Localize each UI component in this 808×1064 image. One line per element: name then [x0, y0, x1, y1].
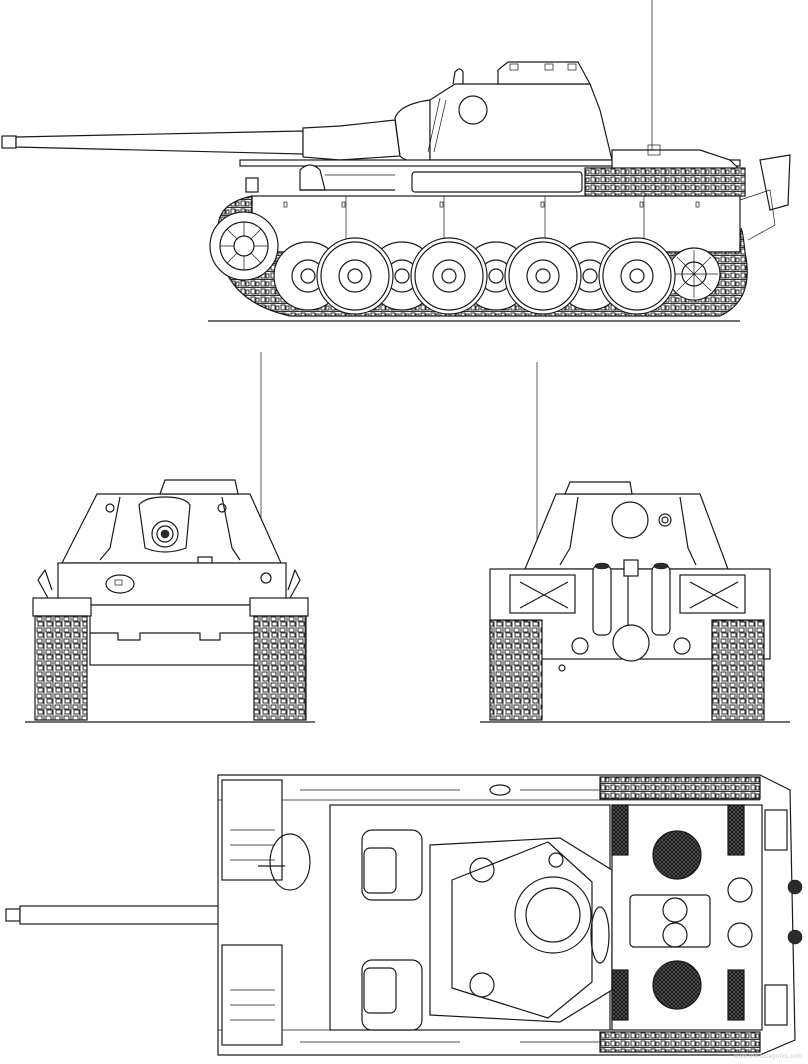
front-cupola — [159, 479, 239, 495]
engine-deck — [611, 149, 742, 171]
gun-mantlet — [138, 496, 191, 553]
top-view — [5, 774, 803, 1056]
right-fender — [249, 597, 309, 617]
lower-hull — [89, 604, 256, 666]
left-exhaust — [592, 564, 612, 636]
right-exhaust — [651, 564, 671, 636]
watermark: www.the-blueprints.com — [733, 1054, 802, 1060]
left-track — [489, 619, 543, 721]
gun-barrel — [1, 99, 431, 165]
idler-wheel — [667, 247, 721, 301]
rear-mudguard — [759, 154, 791, 211]
spare-track-links — [584, 167, 746, 197]
exhaust-right — [787, 929, 803, 945]
tools — [245, 164, 395, 193]
left-track — [34, 615, 88, 721]
rear-hatch — [611, 501, 649, 539]
rear-box-lower — [764, 984, 788, 1026]
superstructure — [429, 83, 613, 161]
spare-track-top — [599, 776, 761, 800]
right-track — [253, 615, 307, 721]
front-glacis-top-lower — [221, 944, 283, 1046]
upper-fan-grille — [652, 830, 702, 880]
driver-periscope — [269, 833, 311, 891]
hull-hatch — [105, 574, 135, 594]
pistol-port — [458, 95, 488, 125]
spare-track-bottom — [599, 1031, 761, 1053]
hull-deck — [239, 159, 741, 167]
rear-view — [480, 362, 790, 723]
stowage-tube — [411, 171, 583, 193]
road-wheels — [273, 237, 676, 315]
drive-sprocket — [209, 211, 279, 281]
front-view — [25, 352, 315, 723]
rear-access-plate — [612, 624, 650, 662]
exhaust-left — [787, 879, 803, 895]
lower-fan-grille — [652, 960, 702, 1010]
front-glacis — [57, 562, 287, 606]
roof-cupola — [497, 61, 592, 85]
rear-box-upper — [764, 809, 788, 851]
lifting-hook — [452, 68, 464, 85]
side-view — [1, 0, 791, 322]
right-track — [711, 619, 765, 721]
left-fender — [32, 597, 92, 617]
